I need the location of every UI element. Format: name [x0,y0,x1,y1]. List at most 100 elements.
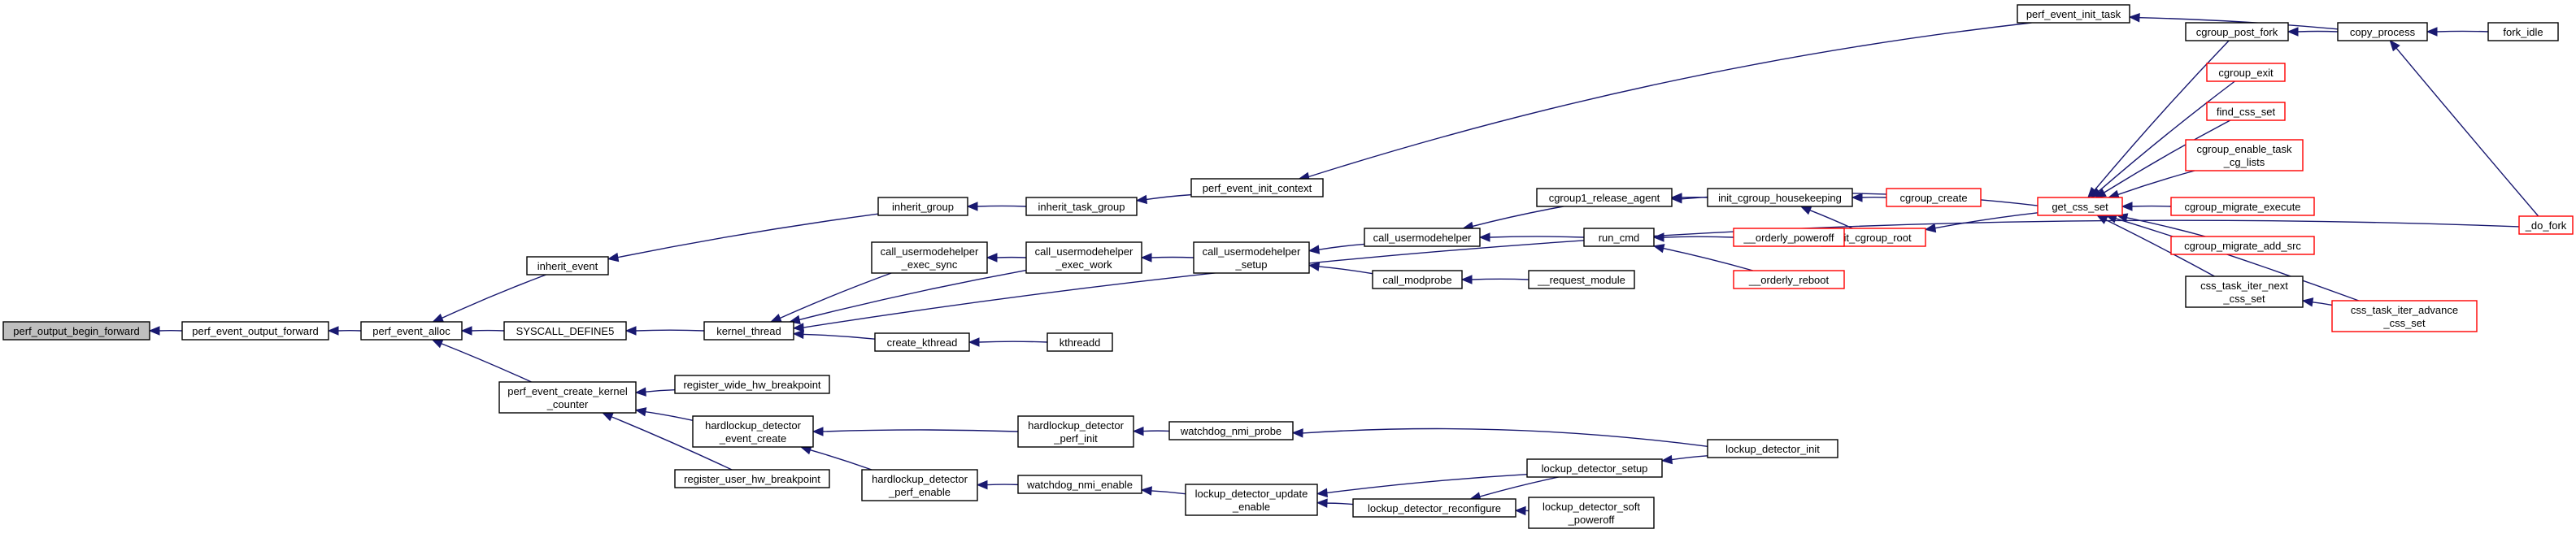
edge-inherit-event-to-perf-event-alloc [432,274,546,323]
node---orderly-reboot[interactable]: __orderly_reboot [1733,270,1845,289]
node-cgroup1-release-agent[interactable]: cgroup1_release_agent [1536,188,1673,207]
node-box [2206,102,2286,121]
arrowhead-icon [1316,488,1328,498]
edge-lockup-detector-setup-to-lockup-detector-update-enable [1316,473,1528,498]
node---orderly-poweroff[interactable]: __orderly_poweroff [1733,228,1845,247]
node-hardlockup-detector-perf-init[interactable]: hardlockup_detector_perf_init [1017,415,1134,448]
node-hardlockup-detector-event-create[interactable]: hardlockup_detector_event_create [692,415,814,448]
node-label: cgroup_enable_task [2196,143,2292,155]
node-call-usermodehelper-exec-work[interactable]: call_usermodehelper_exec_work [1025,241,1142,274]
node-label: perf_event_alloc [372,325,450,337]
node-perf-event-output-forward[interactable]: perf_event_output_forward [181,321,329,341]
edge-call-usermodehelper-to-call-usermodehelper-setup [1308,243,1365,254]
node-cgroup-enable-task-cg-lists[interactable]: cgroup_enable_task_cg_lists [2185,139,2304,171]
node-cgroup-post-fork[interactable]: cgroup_post_fork [2185,22,2289,41]
node-box [1185,484,1318,516]
node-watchdog-nmi-probe[interactable]: watchdog_nmi_probe [1168,421,1294,440]
edge-call-modprobe-to-call-usermodehelper-setup [1308,262,1373,275]
edge-create-kthread-to-kernel-thread [792,329,876,340]
node-call-usermodehelper-exec-sync[interactable]: call_usermodehelper_exec_sync [871,241,988,274]
edge-cgroup-migrate-execute-to-get-css-set [2121,202,2172,211]
node-init-cgroup-root[interactable]: init_cgroup_root [1821,228,1926,247]
node-css-task-iter-next-css-set[interactable]: css_task_iter_next_css_set [2185,276,2304,308]
node-perf-event-alloc[interactable]: perf_event_alloc [360,321,463,341]
edge-hardlockup-detector-perf-enable-to-hardlockup-detector-event-create [799,445,872,471]
edge-line [1663,236,1734,238]
edge-line [1809,210,1853,229]
edge-lockup-detector-init-to-watchdog-nmi-probe [1291,427,1708,448]
node-get-css-set[interactable]: get_css_set [2037,197,2123,216]
node-label: kernel_thread [716,325,781,337]
node-cgroup-create[interactable]: cgroup_create [1886,188,1982,207]
node-kthreadd[interactable]: kthreadd [1046,332,1113,352]
edge-line [978,341,1048,343]
node-lockup-detector-update-enable[interactable]: lockup_detector_update_enable [1185,484,1318,516]
node---request-module[interactable]: __request_module [1528,270,1635,289]
node-label: cgroup_migrate_add_src [2184,240,2301,252]
node-perf-event-create-kernel-counter[interactable]: perf_event_create_kernel_counter [498,381,637,414]
node-fork-idle[interactable]: fork_idle [2487,22,2559,41]
arrowhead-icon [968,337,980,347]
node-perf-output-begin-forward[interactable]: perf_output_begin_forward [2,321,150,341]
node-cgroup-migrate-add-src[interactable]: cgroup_migrate_add_src [2170,236,2315,255]
node-run-cmd[interactable]: run_cmd [1583,228,1655,247]
node-lockup-detector-soft-poweroff[interactable]: lockup_detector_soft_poweroff [1528,497,1655,529]
node-hardlockup-detector-perf-enable[interactable]: hardlockup_detector_perf_enable [861,469,978,501]
node-box [2037,197,2123,216]
node-cgroup-migrate-execute[interactable]: cgroup_migrate_execute [2170,197,2315,216]
edge-watchdog-nmi-enable-to-hardlockup-detector-perf-enable [976,479,1019,490]
node-box [1733,228,1845,247]
arrowhead-icon [2128,12,2140,23]
edge-line [1326,473,1528,494]
node-copy-process[interactable]: copy_process [2337,22,2428,41]
node-SYSCALL-DEFINE5[interactable]: SYSCALL_DEFINE5 [503,321,627,341]
node-watchdog-nmi-enable[interactable]: watchdog_nmi_enable [1017,475,1142,494]
edge-line [645,410,694,422]
node-box [1583,228,1655,247]
arrowhead-icon [634,387,646,397]
node-perf-event-init-task[interactable]: perf_event_init_task [2017,4,2130,24]
node-register-user-hw-breakpoint[interactable]: register_user_hw_breakpoint [674,469,830,488]
node-call-usermodehelper[interactable]: call_usermodehelper [1364,228,1481,247]
node-box [2185,276,2304,308]
node-inherit-task-group[interactable]: inherit_task_group [1025,197,1138,216]
edge-line [441,343,532,383]
node-label: call_modprobe [1382,274,1451,286]
node-kernel-thread[interactable]: kernel_thread [703,321,794,341]
node-lockup-detector-setup[interactable]: lockup_detector_setup [1526,458,1663,478]
node-label: cgroup_exit [2218,67,2274,79]
edge-perf-event-init-context-to-inherit-task-group [1135,193,1192,205]
node-create-kthread[interactable]: create_kthread [874,332,970,352]
edge-line [2395,47,2539,217]
edge-perf-event-create-kernel-counter-to-perf-event-alloc [431,339,532,383]
node--do-fork[interactable]: _do_fork [2518,215,2574,235]
node-lockup-detector-reconfigure[interactable]: lockup_detector_reconfigure [1352,498,1516,518]
edge-kernel-thread-to-SYSCALL-DEFINE5 [624,326,705,336]
node-register-wide-hw-breakpoint[interactable]: register_wide_hw_breakpoint [674,375,830,394]
node-cgroup-exit[interactable]: cgroup_exit [2206,63,2286,82]
node-inherit-event[interactable]: inherit_event [526,256,609,276]
edge-hardlockup-detector-perf-init-to-hardlockup-detector-event-create [812,427,1019,436]
node-css-task-iter-advance-css-set[interactable]: css_task_iter_advance_css_set [2331,300,2478,332]
arrowhead-icon [1308,262,1321,271]
node-lockup-detector-init[interactable]: lockup_detector_init [1707,439,1838,458]
edge-line [2436,30,2489,33]
node-box [1017,475,1142,494]
node-perf-event-init-context[interactable]: perf_event_init_context [1190,178,1324,197]
edge-perf-event-output-forward-to-perf-output-begin-forward [148,326,183,336]
node-box [2170,197,2315,216]
arrowhead-icon [1851,193,1863,202]
node-label: inherit_group [892,201,954,213]
edge-register-wide-hw-breakpoint-to-perf-event-create-kernel-counter [634,387,676,397]
node-call-modprobe[interactable]: call_modprobe [1372,270,1463,289]
node-inherit-group[interactable]: inherit_group [877,197,968,216]
edge-line [1472,206,1564,228]
edge-line [1318,266,1373,275]
node-find-css-set[interactable]: find_css_set [2206,102,2286,121]
node-init-cgroup-housekeeping[interactable]: init_cgroup_housekeeping [1707,188,1853,207]
arrowhead-icon [431,339,444,349]
node-box [1025,197,1138,216]
node-call-usermodehelper-setup[interactable]: call_usermodehelper_setup [1193,241,1310,274]
node-label: _event_create [719,432,786,445]
arrowhead-icon [2301,297,2314,307]
